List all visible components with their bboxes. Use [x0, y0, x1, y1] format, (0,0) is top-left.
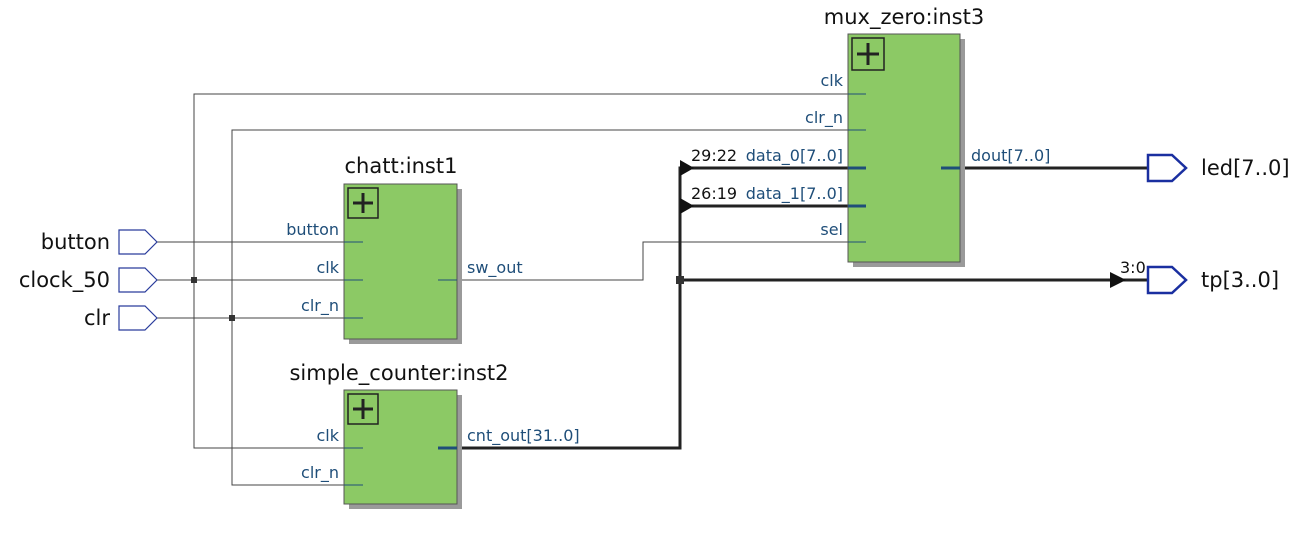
block-title: chatt:inst1 [345, 154, 458, 178]
block-chatt-inst1[interactable]: chatt:inst1 button clk clr_n sw_out [286, 154, 523, 344]
data-1-slice-label: 26:19 [691, 184, 737, 203]
data-0-slice-label: 29:22 [691, 146, 737, 165]
output-label-tp: tp[3..0] [1201, 268, 1279, 292]
input-label-clock-50: clock_50 [19, 268, 110, 293]
input-pin-clr[interactable]: clr [84, 305, 158, 331]
junction-clr [229, 315, 235, 321]
data-1-arrow-icon [680, 198, 694, 214]
output-pin-icon [1146, 153, 1188, 183]
wire-sw-out-to-sel[interactable] [438, 241, 866, 281]
block-title: mux_zero:inst3 [824, 5, 984, 30]
wire-clr-to-mux-clr-n[interactable] [231, 129, 866, 318]
port-label-clk: clk [316, 258, 339, 277]
tp-arrow-icon [1110, 272, 1126, 288]
port-label-sw-out: sw_out [467, 258, 523, 278]
expand-icon[interactable] [347, 187, 379, 219]
input-pin-icon [118, 305, 158, 331]
expand-icon[interactable] [851, 37, 885, 71]
tp-slice-label: 3:0 [1120, 258, 1146, 277]
bus-cnt-out[interactable] [438, 166, 848, 450]
block-title: simple_counter:inst2 [289, 361, 508, 386]
port-label-clr-n: clr_n [301, 463, 339, 483]
port-label-clk: clk [820, 71, 843, 90]
output-pin-led[interactable]: led[7..0] [1146, 153, 1290, 183]
port-label-clk: clk [316, 426, 339, 445]
wire-clock-to-counter-clk[interactable] [193, 280, 363, 449]
junction-clock [191, 277, 197, 283]
input-pin-icon [118, 229, 158, 255]
block-body [847, 33, 961, 263]
port-label-data-0: data_0[7..0] [746, 146, 843, 166]
wire-clock-to-mux-clk[interactable] [193, 93, 866, 280]
junction-cnt-out [676, 276, 684, 284]
input-pin-button[interactable]: button [41, 229, 158, 255]
port-label-data-1: data_1[7..0] [746, 184, 843, 204]
port-label-clr-n: clr_n [805, 108, 843, 128]
input-label-clr: clr [84, 306, 110, 330]
input-pin-clock-50[interactable]: clock_50 [19, 267, 158, 293]
wire-clr-to-counter-clr-n[interactable] [231, 318, 363, 486]
block-body [343, 183, 458, 340]
port-label-cnt-out: cnt_out[31..0] [467, 426, 580, 446]
port-label-sel: sel [820, 220, 843, 239]
port-label-clr-n: clr_n [301, 296, 339, 316]
output-label-led: led[7..0] [1201, 156, 1290, 180]
output-pin-icon [1146, 265, 1188, 295]
expand-icon[interactable] [347, 393, 379, 425]
input-pin-icon [118, 267, 158, 293]
port-label-button: button [286, 220, 339, 239]
block-mux-zero-inst3[interactable]: mux_zero:inst3 clk clr_n data_0[7..0] da… [746, 5, 1051, 267]
block-simple-counter-inst2[interactable]: simple_counter:inst2 clk clr_n cnt_out[3… [289, 361, 580, 509]
input-label-button: button [41, 230, 110, 254]
output-pin-tp[interactable]: tp[3..0] [1146, 265, 1279, 295]
port-label-dout: dout[7..0] [971, 146, 1050, 165]
data-0-arrow-icon [680, 160, 694, 176]
